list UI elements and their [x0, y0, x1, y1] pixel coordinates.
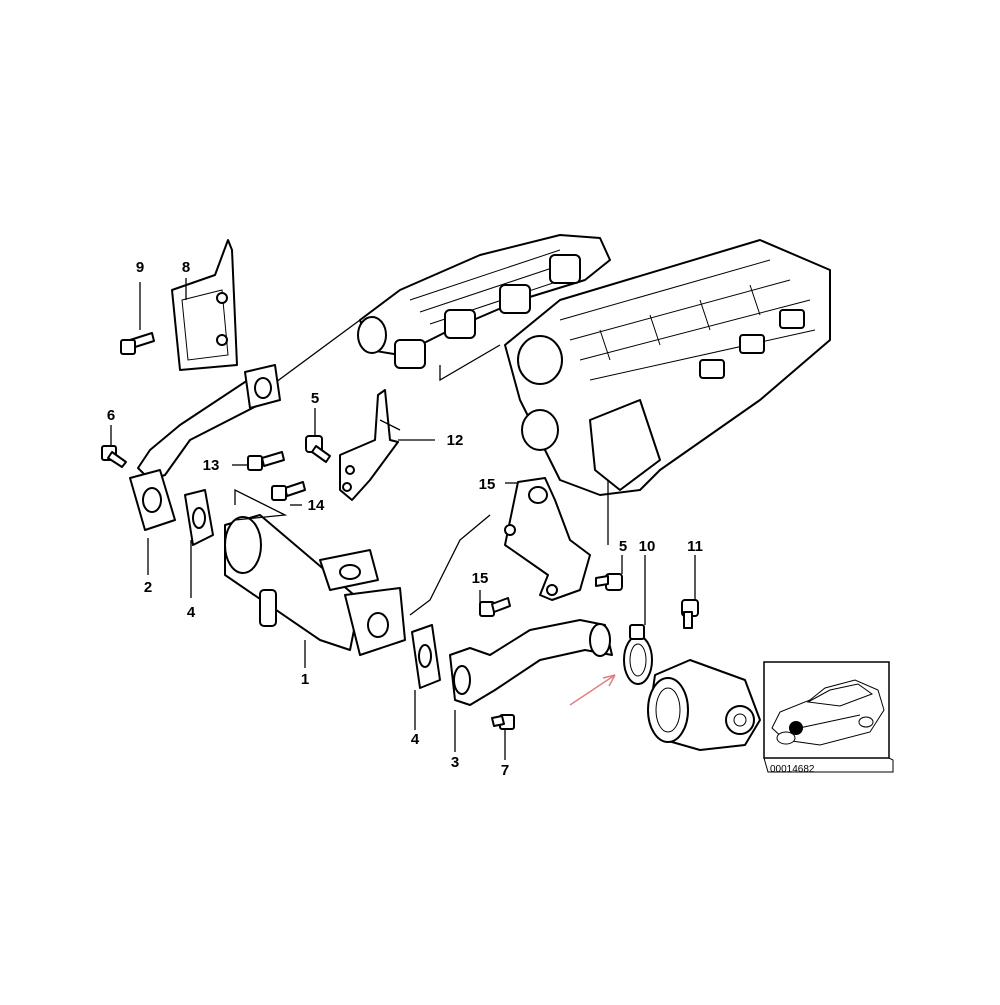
bolt-15-top	[305, 435, 331, 463]
vehicle-locator-inset	[763, 661, 894, 773]
bracket-13	[504, 477, 591, 601]
gasket-4-center	[411, 624, 441, 689]
exhaust-manifold	[357, 234, 611, 369]
cylinder-head	[504, 239, 831, 496]
leader-lines	[110, 278, 696, 760]
callout-4-left: 4	[187, 604, 196, 621]
callout-8: 10	[639, 538, 656, 555]
callouts: 9 8 6 2 4 1 4 3 7 13 14 5 12 15 15 5 10 …	[107, 259, 703, 779]
callout-2: 2	[144, 579, 152, 596]
callout-12: 14	[308, 497, 325, 514]
callout-10: 12	[447, 432, 464, 449]
heat-shield	[171, 239, 238, 371]
egr-pipe-3	[449, 619, 613, 706]
highlight-arrow	[569, 674, 616, 706]
callout-1: 1	[301, 671, 309, 688]
egr-valve	[647, 659, 761, 751]
callout-11: 13	[203, 457, 220, 474]
clamp-8	[623, 624, 653, 685]
bolt-15-right	[595, 573, 623, 591]
callout-14: 15	[472, 570, 489, 587]
car-icon	[771, 679, 885, 746]
callout-15-right: 5	[619, 538, 627, 555]
callout-6: 8	[182, 259, 190, 276]
connector-line	[439, 344, 501, 382]
callout-7: 9	[136, 259, 144, 276]
callout-13: 15	[479, 476, 496, 493]
egr-cooler	[224, 514, 406, 656]
callout-15-top: 5	[311, 390, 319, 407]
reference-number: 00014682	[770, 764, 815, 775]
callout-9: 11	[687, 538, 703, 555]
bracket-10	[339, 389, 399, 501]
bolt-14	[479, 597, 511, 617]
callout-5-left: 6	[107, 407, 115, 424]
bolt-7	[120, 332, 155, 355]
egr-pipe-2	[129, 364, 281, 531]
callout-4-center: 4	[411, 731, 420, 748]
location-dot-icon	[789, 721, 803, 735]
bolt-9	[681, 599, 699, 629]
gasket-4-left	[184, 489, 214, 546]
callout-5-bottom: 7	[501, 762, 509, 779]
callout-3: 3	[451, 754, 459, 771]
bolt-5-bottom	[491, 714, 515, 730]
connector-line	[271, 319, 361, 386]
bolt-5-left	[101, 445, 127, 468]
bolt-12	[271, 481, 306, 501]
bolt-11	[247, 451, 285, 471]
